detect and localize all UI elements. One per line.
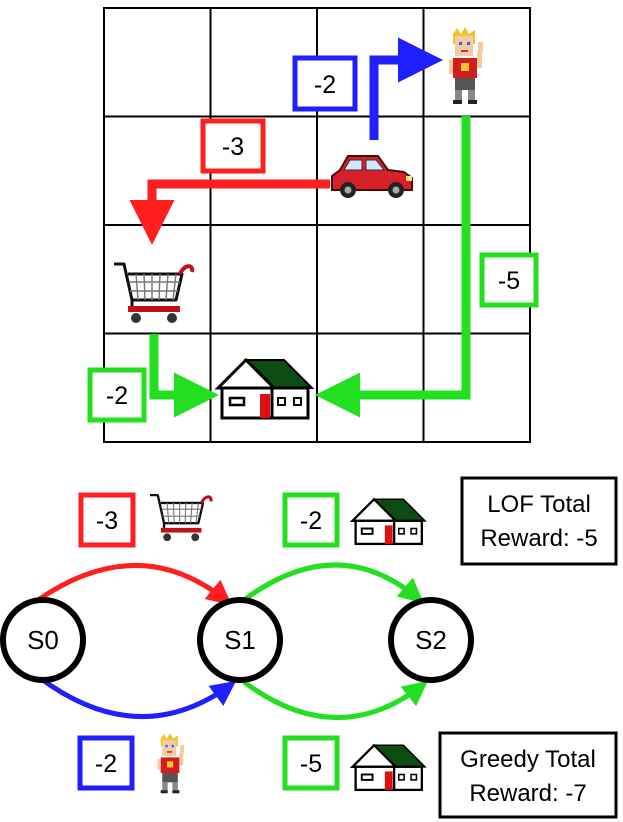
grid-label-red-text: -3 [222, 133, 244, 161]
state-s1-label: S1 [224, 625, 256, 655]
mdp-label-s0-s1-top: -3 [78, 492, 136, 548]
red-arrow-car-to-cart [129, 179, 330, 245]
grid-label-red: -3 [200, 118, 266, 174]
arc-s1-s2-top [242, 562, 424, 604]
lof-total-line1: LOF Total [487, 491, 591, 518]
grid-label-green-left-text: -2 [106, 382, 128, 410]
shopping-cart-icon [148, 493, 213, 543]
person-icon [157, 733, 185, 794]
greedy-total-line2: Reward: -7 [469, 780, 586, 807]
grid-cell [103, 224, 212, 335]
mdp-label-s0-s1-bottom: -2 [77, 735, 135, 791]
grid-label-blue: -2 [292, 55, 358, 112]
grid-cell [103, 115, 212, 226]
state-s0-label: S0 [27, 625, 59, 655]
greedy-total-box: Greedy Total Reward: -7 [438, 731, 618, 819]
lof-total-line2: Reward: -5 [480, 525, 597, 552]
mdp-label-s0-s1-top-text: -3 [96, 507, 118, 535]
mdp-graph: S0 S1 S2 -3 -2 -2 -5 [0, 476, 618, 819]
arc-s0-s1-bottom [38, 675, 237, 720]
green-arrow-person-to-house [315, 116, 471, 418]
grid-label-green-right: -5 [479, 252, 539, 308]
grid-cell [316, 224, 425, 335]
grid-label-green-right-text: -5 [498, 267, 520, 295]
blue-arrow-car-to-person [369, 37, 443, 140]
state-s1: S1 [197, 597, 283, 683]
arc-s1-s2-bottom [242, 679, 428, 720]
mdp-label-s1-s2-top-text: -2 [300, 507, 322, 535]
house-icon [351, 744, 427, 792]
grid-cell [103, 7, 212, 118]
grid-cell [422, 332, 531, 443]
grid-cell [422, 115, 531, 226]
green-arrow-cart-to-house [149, 334, 219, 418]
mdp-label-s1-s2-top: -2 [282, 492, 340, 548]
state-s0: S0 [0, 597, 86, 683]
arc-s0-s1-top [36, 563, 232, 606]
mdp-label-s0-s1-bottom-text: -2 [95, 750, 117, 778]
grid-cell [209, 224, 318, 335]
mdp-label-s1-s2-bottom: -5 [282, 735, 340, 791]
grid-label-blue-text: -2 [314, 71, 336, 99]
mdp-label-s1-s2-bottom-text: -5 [300, 750, 322, 778]
grid-cell [316, 332, 425, 443]
grid-label-green-left: -2 [87, 367, 147, 423]
lof-total-box: LOF Total Reward: -5 [460, 476, 618, 566]
state-s2: S2 [388, 597, 474, 683]
greedy-total-line1: Greedy Total [460, 746, 596, 773]
state-s2-label: S2 [415, 625, 447, 655]
grid-arrows [129, 37, 471, 418]
house-icon [351, 498, 427, 546]
